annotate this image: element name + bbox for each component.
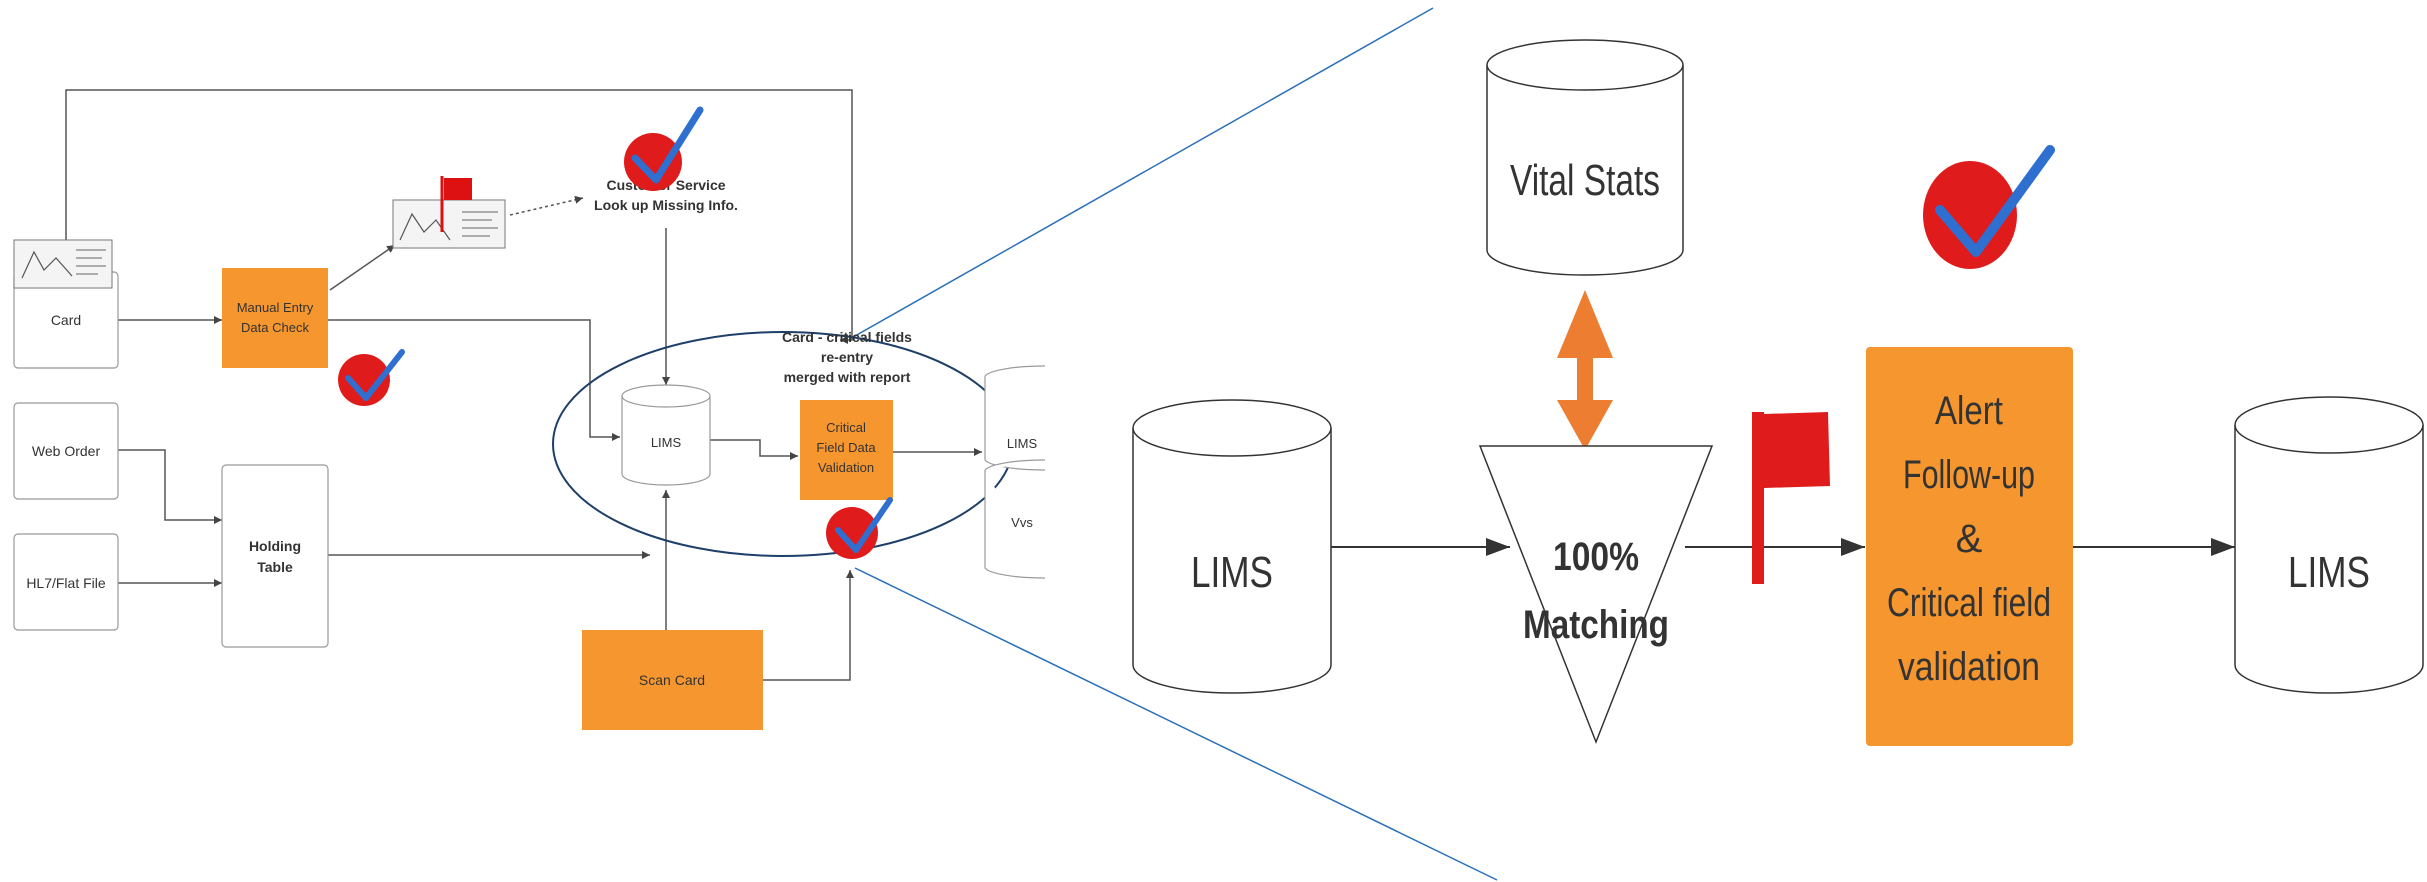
vital-stats-cylinder bbox=[1486, 39, 1684, 276]
red-flag-icon bbox=[1752, 412, 1830, 584]
lims-small-cylinder bbox=[621, 384, 711, 486]
lims-small-label: LIMS bbox=[651, 435, 682, 450]
holding-table-line2: Table bbox=[257, 559, 293, 575]
document-scan-icon bbox=[13, 239, 113, 289]
alert-box bbox=[1866, 347, 2073, 746]
matching-line2: Matching bbox=[1523, 603, 1669, 647]
manual-entry-line2: Data Check bbox=[241, 320, 309, 335]
alert-line1: Alert bbox=[1935, 389, 2003, 433]
alert-line4: Critical field bbox=[1887, 581, 2051, 625]
alert-line2: Follow-up bbox=[1903, 453, 2035, 497]
lims-right-cylinder bbox=[2234, 396, 2424, 694]
lims-right-label: LIMS bbox=[2288, 548, 2370, 597]
hl7-label: HL7/Flat File bbox=[26, 575, 106, 591]
flagged-document-icon bbox=[392, 176, 506, 249]
scan-card-box bbox=[582, 630, 763, 730]
lims-vvs-bottom-label: Vvs bbox=[1011, 515, 1033, 530]
critical-small-line1: Critical bbox=[826, 420, 866, 435]
matching-triangle bbox=[1478, 445, 1714, 745]
card-label: Card bbox=[51, 312, 81, 328]
red-check-icon bbox=[826, 497, 893, 559]
web-order-label: Web Order bbox=[32, 443, 101, 459]
critical-small-box bbox=[800, 400, 893, 500]
hl7-box bbox=[13, 533, 119, 631]
scan-card-label: Scan Card bbox=[639, 672, 705, 688]
card-critical-line3: merged with report bbox=[784, 369, 911, 385]
customer-service-line2: Look up Missing Info. bbox=[594, 197, 738, 213]
web-order-box bbox=[13, 402, 119, 500]
card-critical-line2: re-entry bbox=[821, 349, 873, 365]
lims-vvs-top-label: LIMS bbox=[1007, 436, 1038, 451]
manual-entry-line1: Manual Entry bbox=[237, 300, 314, 315]
lims-vvs-cylinders bbox=[984, 365, 1046, 579]
lims-left-label: LIMS bbox=[1191, 548, 1273, 597]
manual-entry-box bbox=[222, 268, 328, 368]
alert-line5: validation bbox=[1898, 645, 2040, 689]
holding-table-box bbox=[221, 464, 329, 648]
vital-stats-label: Vital Stats bbox=[1510, 156, 1660, 205]
red-check-icon bbox=[624, 106, 704, 191]
left-connectors bbox=[65, 89, 982, 681]
critical-small-line2: Field Data bbox=[816, 440, 876, 455]
critical-small-line3: Validation bbox=[818, 460, 874, 475]
double-arrow-icon bbox=[1557, 290, 1613, 450]
zoom-line-top bbox=[854, 7, 1434, 337]
holding-table-line1: Holding bbox=[249, 538, 301, 554]
card-critical-line1: Card - critical fields bbox=[782, 329, 912, 345]
lims-left-cylinder bbox=[1132, 399, 1332, 694]
red-check-icon bbox=[338, 349, 405, 406]
zoom-line-bottom bbox=[854, 567, 1498, 881]
matching-line1: 100% bbox=[1553, 535, 1639, 579]
red-check-icon bbox=[1923, 145, 2055, 269]
alert-line3: & bbox=[1956, 517, 1983, 561]
